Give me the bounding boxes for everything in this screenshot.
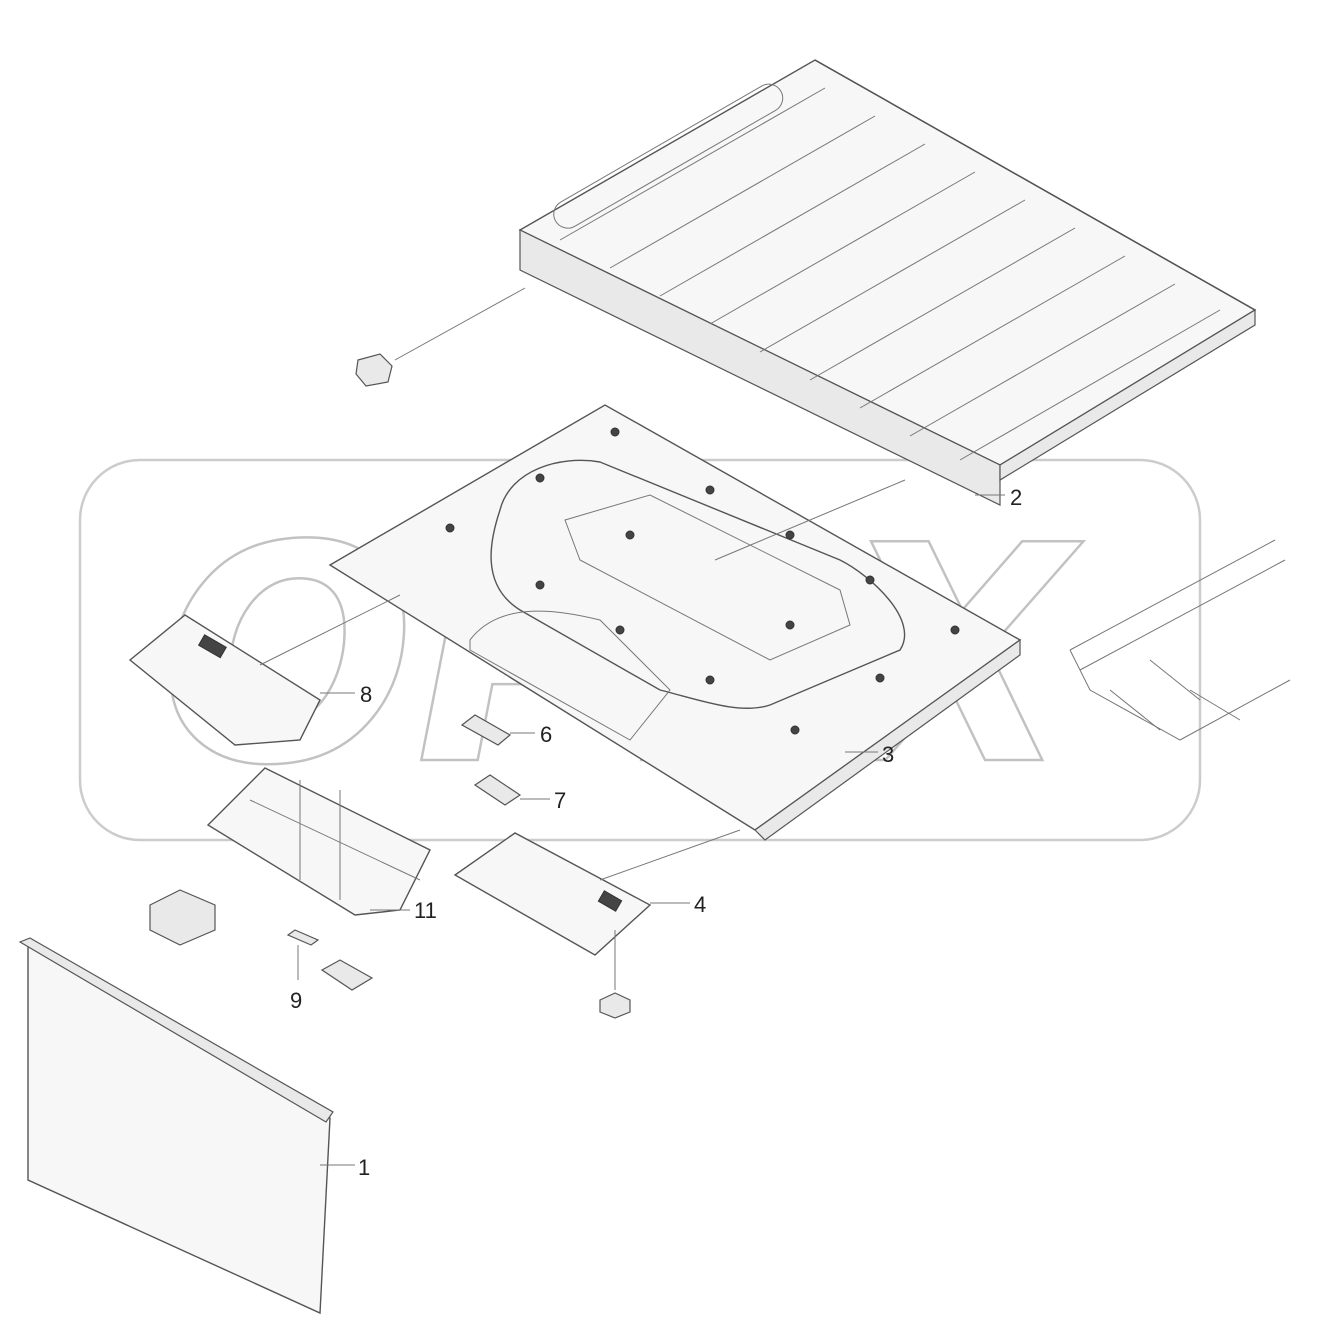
module-box	[149, 889, 216, 946]
leader-lines	[259, 479, 1005, 1166]
part-9	[286, 929, 374, 991]
roof-panel	[394, 59, 1257, 506]
part-7	[473, 774, 522, 806]
callout-2: 2	[1010, 485, 1022, 510]
overhead-console	[206, 767, 431, 916]
roof-ribs	[559, 87, 1221, 461]
sunshade	[18, 937, 334, 1315]
roof-frame	[1069, 539, 1291, 741]
clip-part	[355, 353, 393, 387]
callout-7: 7	[554, 788, 566, 813]
callout-4: 4	[694, 892, 706, 917]
left-console	[128, 614, 321, 746]
right-console	[453, 832, 652, 1019]
callout-3: 3	[882, 742, 894, 767]
callout-labels: 2 3 4 6 7 8 9 11 1	[290, 485, 1022, 1180]
callout-9: 9	[290, 988, 302, 1013]
callout-1: 1	[358, 1155, 370, 1180]
callout-11: 11	[414, 898, 437, 923]
headliner-holes	[445, 427, 960, 735]
headliner	[328, 404, 1022, 841]
part-6	[460, 714, 512, 746]
callout-6: 6	[540, 722, 552, 747]
callout-8: 8	[360, 682, 372, 707]
